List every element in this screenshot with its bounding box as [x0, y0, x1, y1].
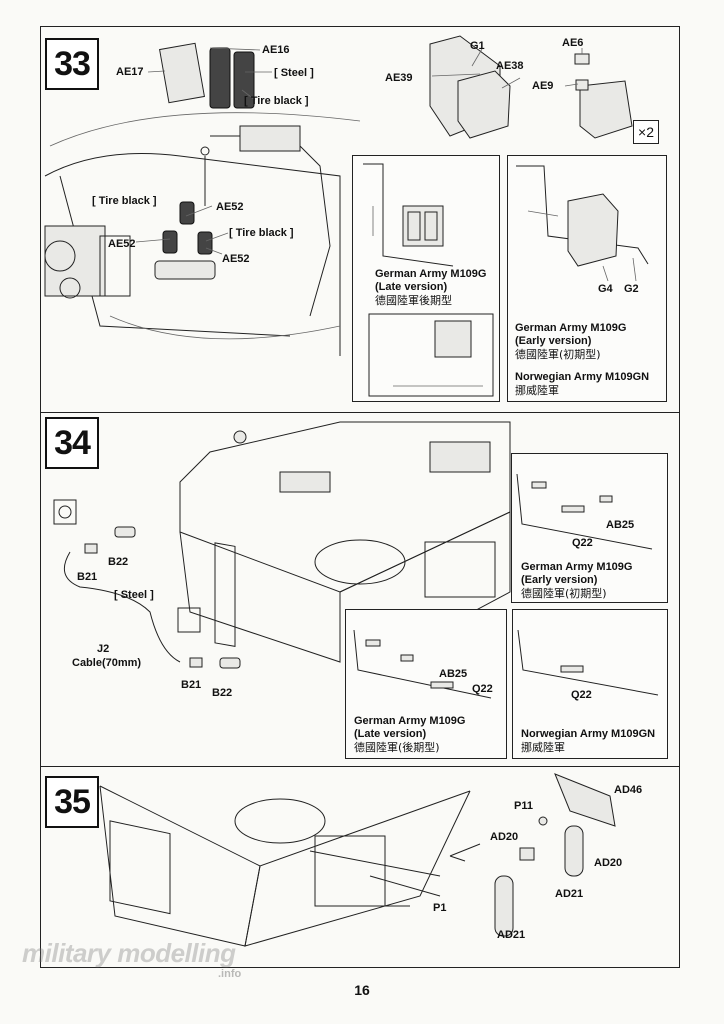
label-tire-black-mid: [ Tire black ]	[229, 227, 294, 239]
inset-33-early-version: G4 G2 German Army M109G (Early version) …	[507, 155, 667, 402]
inset-34-late-text: German Army M109G (Late version) 德國陸軍(後期…	[354, 715, 465, 754]
instruction-frame	[40, 26, 680, 968]
label-cable: Cable(70mm)	[72, 657, 142, 669]
step35-hull-drawing	[99, 773, 616, 947]
step-number-35: 35	[45, 776, 99, 828]
inset-33-early-line5: 挪威陸軍	[515, 384, 559, 397]
label-ad46: AD46	[614, 784, 643, 796]
label-ae52-b: AE52	[108, 238, 136, 250]
inset-34-late-line3: 德國陸軍(後期型)	[354, 741, 440, 754]
page-number: 16	[354, 982, 370, 998]
quantity-times-2: ×2	[633, 120, 659, 144]
label-ae16: AE16	[262, 44, 290, 56]
label-b22-top: B22	[108, 556, 129, 568]
inset-33-late-line3: 德國陸軍後期型	[375, 294, 452, 307]
label-q22-norwegian: Q22	[571, 689, 592, 701]
inset-33-late-text: German Army M109G (Late version) 德國陸軍後期型	[375, 268, 486, 307]
divider-34-35	[40, 766, 680, 767]
step34-hull-drawing	[53, 421, 511, 673]
inset-33-late-drawing	[363, 163, 494, 397]
inset-34-late-line1: German Army M109G	[354, 715, 466, 727]
label-ae38: AE38	[496, 60, 524, 72]
step-number-34: 34	[45, 417, 99, 469]
label-tire-black-left: [ Tire black ]	[92, 195, 157, 207]
inset-33-late-line2: (Late version)	[375, 281, 448, 293]
label-ae17: AE17	[116, 66, 144, 78]
label-j2: J2	[97, 643, 110, 655]
label-ab25-late: AB25	[439, 668, 468, 680]
inset-34-norwegian-drawing	[517, 629, 659, 696]
inset-33-early-line3: 德國陸軍(初期型)	[515, 348, 601, 361]
inset-34-late-line2: (Late version)	[354, 728, 427, 740]
label-tire-black-top: [ Tire black ]	[244, 95, 309, 107]
label-ad21-bottom: AD21	[497, 929, 526, 941]
label-g2: G2	[624, 283, 639, 295]
inset-34-norwegian: Q22 Norwegian Army M109GN 挪威陸軍	[512, 609, 668, 759]
label-ae9: AE9	[532, 80, 554, 92]
inset-34-late-version: AB25 Q22 German Army M109G (Late version…	[345, 609, 507, 759]
inset-34-norwegian-line1: Norwegian Army M109GN	[521, 728, 656, 740]
label-b21-top: B21	[77, 571, 98, 583]
label-b21-bottom: B21	[181, 679, 202, 691]
label-p1: P1	[433, 902, 447, 914]
inset-33-early-line2: (Early version)	[515, 335, 592, 347]
step33-hull-drawing	[44, 35, 633, 356]
label-ae52-a: AE52	[216, 201, 244, 213]
inset-34-early-text: German Army M109G (Early version) 德國陸軍(初…	[521, 561, 632, 600]
label-q22-early: Q22	[572, 537, 593, 549]
inset-34-early-drawing	[516, 473, 653, 550]
step-number-33: 33	[45, 38, 99, 90]
label-g4: G4	[598, 283, 613, 295]
label-g1: G1	[470, 40, 485, 52]
divider-33-34	[40, 412, 680, 413]
label-q22-late: Q22	[472, 683, 493, 695]
label-steel-33: [ Steel ]	[274, 67, 314, 79]
inset-34-early-line2: (Early version)	[521, 574, 598, 586]
watermark-sub-text: .info	[218, 968, 242, 980]
inset-33-early-text: German Army M109G (Early version) 德國陸軍(初…	[515, 322, 649, 397]
inset-33-early-line1: German Army M109G	[515, 322, 627, 334]
inset-33-late-line1: German Army M109G	[375, 268, 487, 280]
label-p11: P11	[514, 800, 533, 812]
label-ae52-c: AE52	[222, 253, 250, 265]
inset-33-early-line4: Norwegian Army M109GN	[515, 371, 650, 383]
label-b22-bottom: B22	[212, 687, 233, 699]
inset-34-norwegian-line2: 挪威陸軍	[521, 741, 565, 754]
watermark-logo-text: military modelling	[22, 938, 236, 968]
inset-34-norwegian-text: Norwegian Army M109GN 挪威陸軍	[521, 728, 655, 754]
label-steel-34: [ Steel ]	[114, 589, 154, 601]
label-ad21-mid: AD21	[555, 888, 584, 900]
inset-34-early-line3: 德國陸軍(初期型)	[521, 587, 607, 600]
inset-34-early-line1: German Army M109G	[521, 561, 633, 573]
label-ae6: AE6	[562, 37, 584, 49]
label-ad20-right: AD20	[594, 857, 623, 869]
inset-34-late-drawing	[353, 629, 492, 699]
label-ab25-early: AB25	[606, 519, 635, 531]
inset-33-late-version: German Army M109G (Late version) 德國陸軍後期型	[352, 155, 500, 402]
label-ae39: AE39	[385, 72, 413, 84]
inset-34-early-version: AB25 Q22 German Army M109G (Early versio…	[511, 453, 668, 603]
label-ad20-left: AD20	[490, 831, 519, 843]
inset-33-early-drawing	[516, 165, 649, 282]
